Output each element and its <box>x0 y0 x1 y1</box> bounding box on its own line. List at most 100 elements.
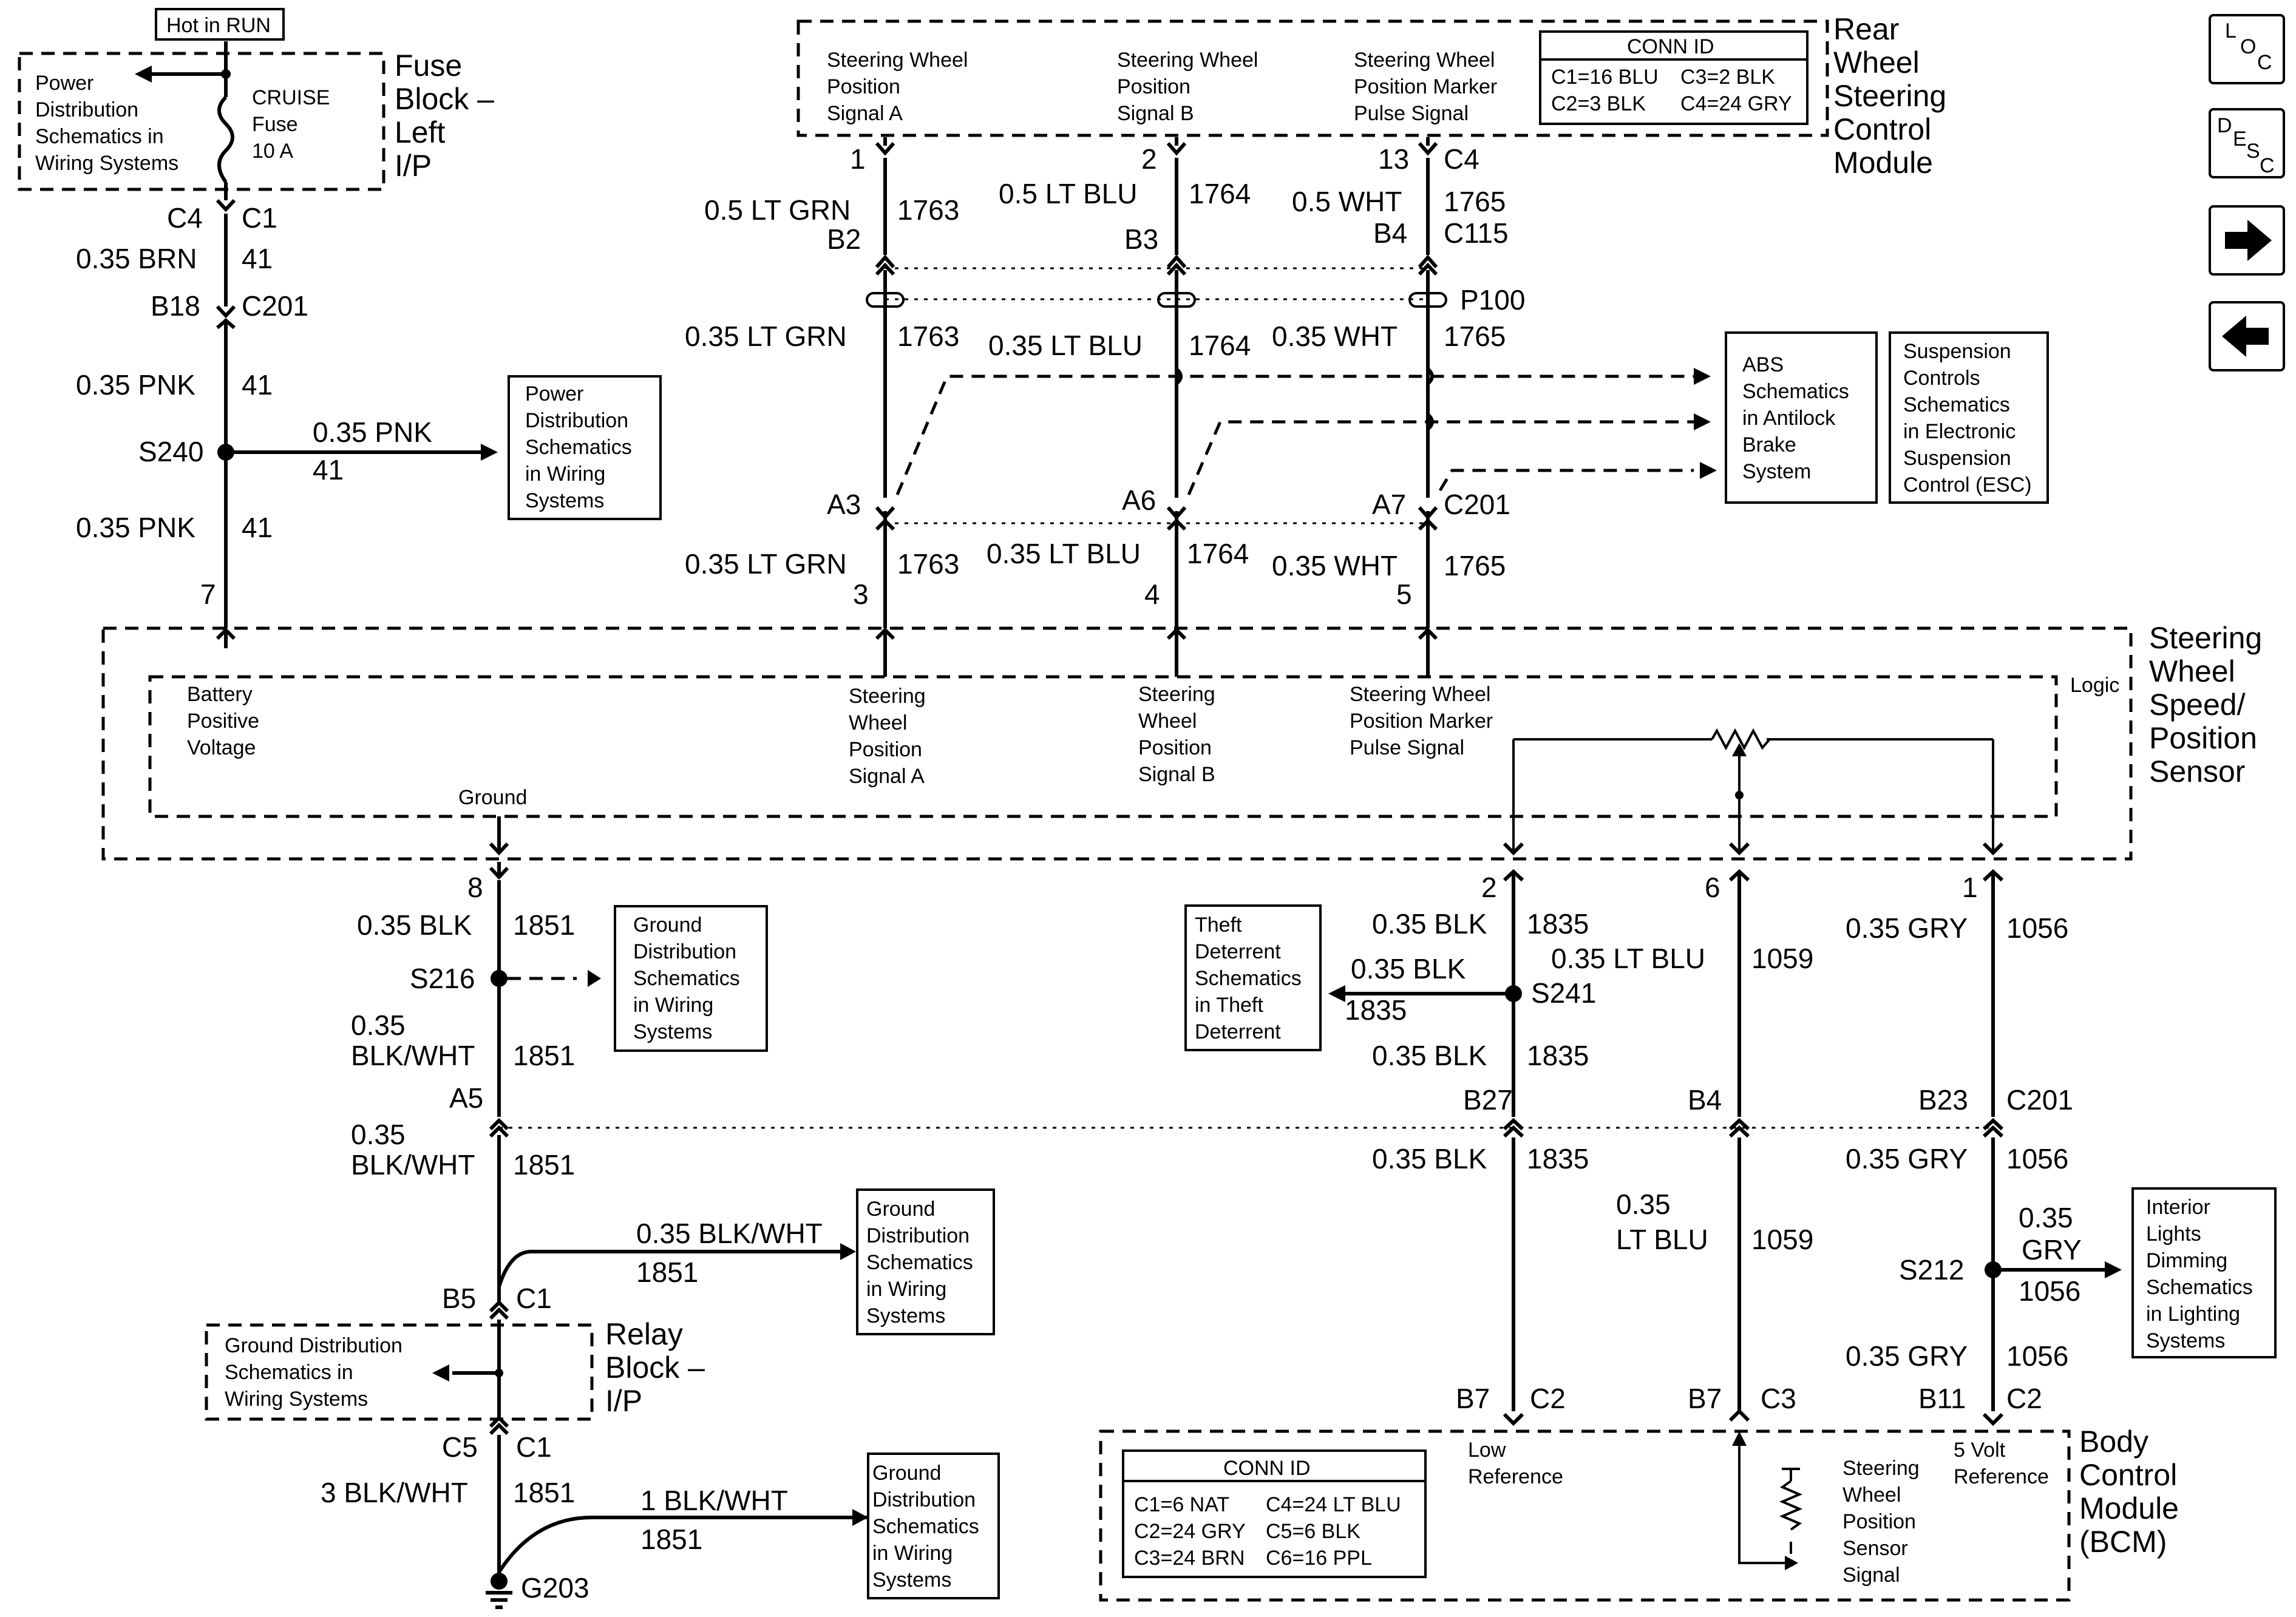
svg-text:5: 5 <box>1396 578 1412 610</box>
svg-text:41: 41 <box>242 512 273 543</box>
svg-text:41: 41 <box>242 243 273 274</box>
svg-text:B3: B3 <box>1124 223 1158 255</box>
svg-text:B18: B18 <box>151 290 200 322</box>
svg-text:B4: B4 <box>1688 1084 1722 1116</box>
svg-text:0.35 BLK: 0.35 BLK <box>1372 1143 1487 1175</box>
svg-text:C1: C1 <box>516 1283 552 1314</box>
svg-text:B7: B7 <box>1456 1383 1490 1414</box>
svg-text:0.35 LT BLU: 0.35 LT BLU <box>988 330 1143 361</box>
svg-text:1059: 1059 <box>1751 943 1813 974</box>
back-arrow-button[interactable] <box>2209 301 2285 371</box>
svg-text:1056: 1056 <box>2006 1143 2068 1175</box>
svg-text:2: 2 <box>1141 143 1157 175</box>
right-arrow-icon <box>2225 220 2272 261</box>
svg-text:1851: 1851 <box>513 909 575 941</box>
svg-text:0.35 GRY: 0.35 GRY <box>1846 912 1968 944</box>
svg-text:1: 1 <box>850 143 866 175</box>
svg-text:1763: 1763 <box>897 320 959 352</box>
svg-text:C2: C2 <box>2006 1383 2042 1414</box>
svg-text:6: 6 <box>1705 872 1720 903</box>
svg-text:1763: 1763 <box>897 548 959 580</box>
svg-text:13: 13 <box>1378 143 1409 175</box>
svg-text:S216: S216 <box>410 963 475 994</box>
svg-text:0.35: 0.35 <box>351 1009 406 1041</box>
svg-text:C4: C4 <box>167 202 203 234</box>
svg-text:0.5 LT BLU: 0.5 LT BLU <box>999 178 1137 209</box>
svg-text:C2=24 GRY: C2=24 GRY <box>1134 1520 1246 1543</box>
svg-text:1765: 1765 <box>1444 320 1506 352</box>
svg-text:D: D <box>2217 114 2232 137</box>
svg-text:C1=6 NAT: C1=6 NAT <box>1134 1493 1229 1516</box>
svg-text:B27: B27 <box>1463 1084 1513 1116</box>
potentiometer-icon <box>1711 728 1771 751</box>
svg-text:0.35 BLK: 0.35 BLK <box>1372 908 1487 940</box>
svg-text:C115: C115 <box>1444 217 1509 249</box>
svg-text:1851: 1851 <box>513 1149 575 1181</box>
svg-text:8: 8 <box>467 872 483 903</box>
svg-text:C201: C201 <box>1444 489 1510 520</box>
svg-text:0.35 LT GRN: 0.35 LT GRN <box>685 320 847 352</box>
svg-text:Hot in RUN: Hot in RUN <box>166 14 271 37</box>
svg-text:0.35: 0.35 <box>351 1119 406 1150</box>
svg-text:C201: C201 <box>242 290 308 322</box>
svg-text:1056: 1056 <box>2006 1340 2068 1372</box>
svg-text:O: O <box>2240 35 2256 58</box>
svg-text:1764: 1764 <box>1187 538 1249 569</box>
svg-text:C4: C4 <box>1444 143 1479 175</box>
svg-text:CONN ID: CONN ID <box>1627 35 1714 58</box>
resistor-icon <box>1779 1480 1803 1531</box>
bcm-module: CONN ID C1=6 NAT C4=24 LT BLU C2=24 GRY … <box>1099 1425 2179 1602</box>
svg-text:G203: G203 <box>521 1572 589 1604</box>
svg-text:0.35 GRY: 0.35 GRY <box>1846 1143 1968 1175</box>
svg-text:0.35: 0.35 <box>2019 1202 2073 1233</box>
svg-text:0.35 WHT: 0.35 WHT <box>1272 320 1398 352</box>
svg-text:B2: B2 <box>827 223 861 255</box>
loc-button[interactable]: LOC <box>2209 14 2285 84</box>
svg-text:C2: C2 <box>1530 1383 1566 1414</box>
svg-text:B7: B7 <box>1688 1383 1722 1414</box>
rwscm-conn-id <box>1539 30 1809 125</box>
svg-text:C6=16 PPL: C6=16 PPL <box>1266 1547 1372 1570</box>
forward-arrow-button[interactable] <box>2209 205 2285 276</box>
splice-s216 <box>491 970 508 987</box>
svg-text:A5: A5 <box>449 1082 483 1114</box>
svg-text:0.35 BLK/WHT: 0.35 BLK/WHT <box>636 1218 823 1249</box>
ground-g203 <box>491 1573 508 1590</box>
svg-text:2: 2 <box>1481 872 1497 903</box>
svg-text:0.35 BLK: 0.35 BLK <box>357 909 472 941</box>
svg-text:1056: 1056 <box>2019 1275 2080 1307</box>
svg-text:C5: C5 <box>442 1431 478 1463</box>
svg-text:CONN ID: CONN ID <box>1223 1457 1311 1480</box>
svg-text:3: 3 <box>853 578 869 610</box>
svg-text:0.35: 0.35 <box>1616 1188 1671 1220</box>
svg-text:A3: A3 <box>827 489 861 520</box>
svg-text:C: C <box>2260 154 2275 177</box>
svg-text:E: E <box>2233 127 2247 151</box>
